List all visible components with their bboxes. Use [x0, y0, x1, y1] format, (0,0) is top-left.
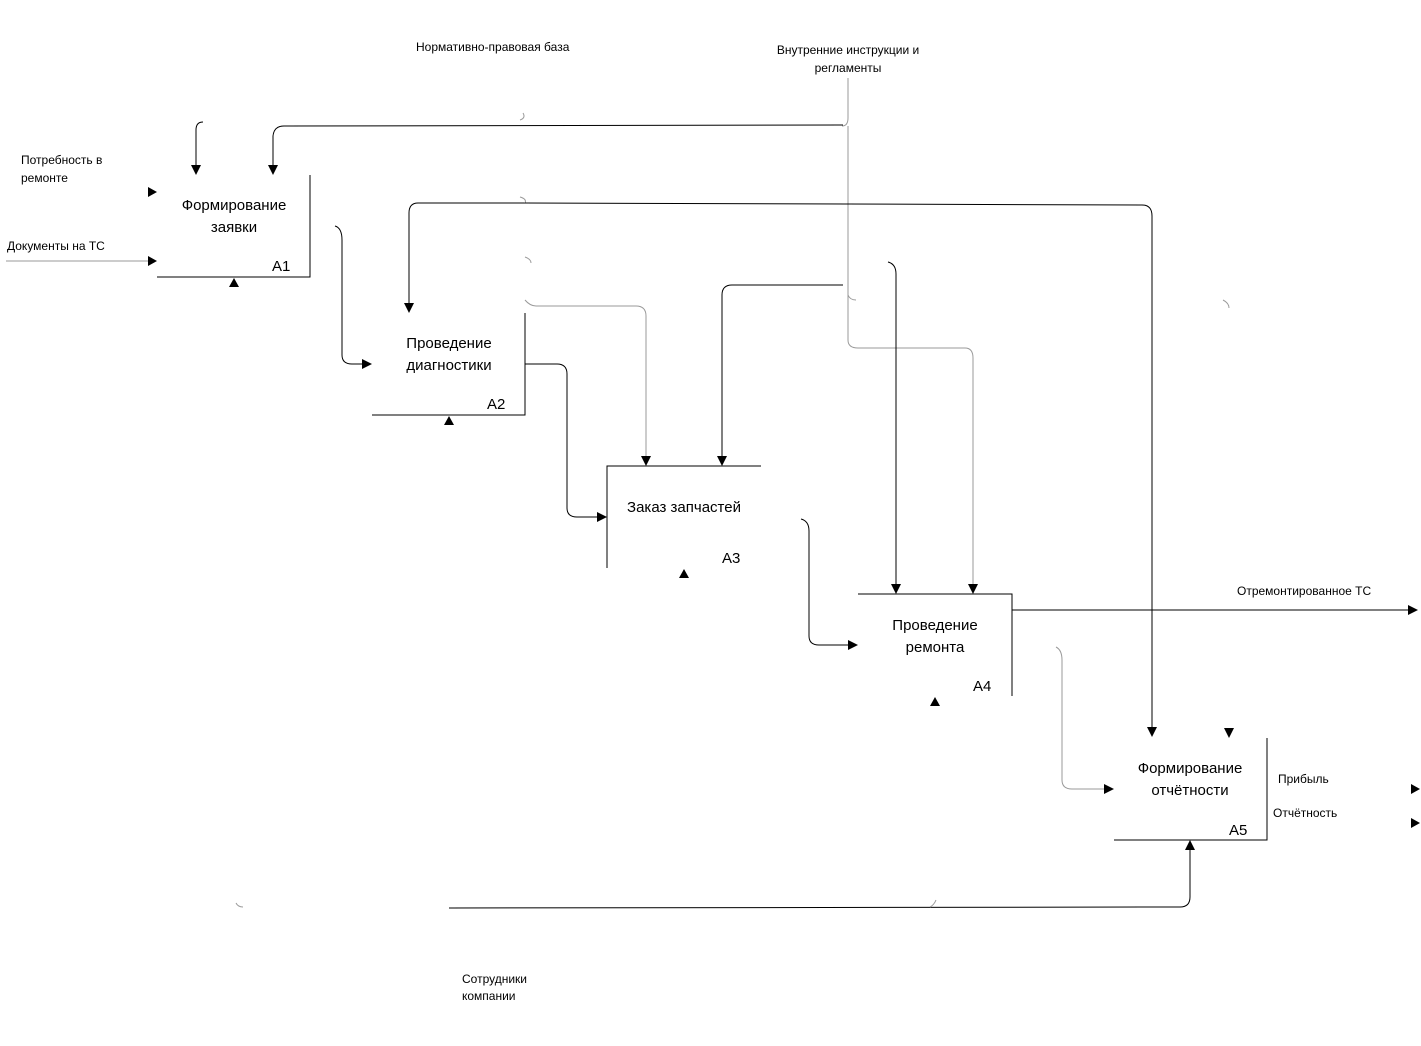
- box-a3[interactable]: Заказ запчастей A3: [606, 465, 761, 568]
- box-a2-title-line-1: Проведение: [406, 335, 491, 352]
- label-repaired-vehicle: Отремонтированное ТС: [1237, 584, 1371, 598]
- arrow-a1-to-a2[interactable]: [334, 225, 372, 369]
- arrow-instructions-to-a1[interactable]: [268, 124, 844, 175]
- box-a4-id: A4: [973, 678, 991, 695]
- arrow-a2-to-a3[interactable]: [525, 363, 607, 522]
- box-a4-title-line-2: ремонта: [906, 639, 965, 656]
- box-a1-id: A1: [272, 258, 290, 275]
- connector-regulatory-tick-2: [519, 196, 526, 204]
- box-a2-title-line-2: диагностики: [406, 357, 491, 374]
- box-a5[interactable]: Формирование отчётности A5: [1114, 738, 1268, 841]
- arrow-mechanism-to-a1[interactable]: [229, 278, 239, 287]
- arrow-vehicle-documents-to-a1[interactable]: [6, 256, 157, 266]
- arrow-repair-need-to-a1[interactable]: [148, 187, 157, 197]
- connector-instructions-trunk: [841, 78, 974, 359]
- label-repair-need-line-1: Потребность в: [21, 153, 102, 167]
- connector-staff-tick: [235, 899, 937, 908]
- label-profit: Прибыль: [1278, 772, 1329, 786]
- arrow-repaired-vehicle-output[interactable]: [1012, 605, 1418, 615]
- label-internal-instructions-line-1: Внутренние инструкции и: [777, 43, 919, 57]
- label-regulatory-base: Нормативно-правовая база: [416, 40, 570, 54]
- label-staff-line-2: компании: [462, 989, 516, 1003]
- arrow-mechanism-to-a4[interactable]: [930, 697, 940, 706]
- arrow-regulatory-to-a1[interactable]: [191, 121, 204, 175]
- box-a1[interactable]: Формирование заявки A1: [157, 175, 311, 278]
- label-repair-need-line-2: ремонте: [21, 171, 68, 185]
- box-a5-title-line-2: отчётности: [1151, 782, 1228, 799]
- arrow-regulatory-to-a2[interactable]: [404, 202, 525, 313]
- arrow-reporting-output[interactable]: [1411, 818, 1420, 828]
- box-a4-title-line-1: Проведение: [892, 617, 977, 634]
- arrow-control-to-a5-right[interactable]: [1224, 728, 1234, 738]
- box-a4[interactable]: Проведение ремонта A4: [858, 593, 1013, 696]
- arrow-instructions-to-a3[interactable]: [717, 284, 843, 466]
- box-a3-id: A3: [722, 550, 740, 567]
- arrow-instructions-to-a4[interactable]: [968, 358, 978, 594]
- connector-right-tick: [1222, 299, 1230, 309]
- box-a5-id: A5: [1229, 822, 1247, 839]
- arrow-mechanism-to-a2[interactable]: [444, 416, 454, 425]
- label-vehicle-documents: Документы на ТС: [7, 239, 105, 253]
- arrow-profit-output[interactable]: [1411, 784, 1420, 794]
- arrow-a4-to-a5[interactable]: [1055, 646, 1114, 794]
- box-a2-id: A2: [487, 396, 505, 413]
- connector-a2-tick: [524, 256, 532, 264]
- arrow-staff-to-a5[interactable]: [448, 840, 1195, 909]
- label-reporting: Отчётность: [1273, 806, 1337, 820]
- box-a1-title-line-2: заявки: [211, 219, 257, 236]
- connector-regulatory-tick: [519, 112, 525, 121]
- arrow-a2-to-a3-control[interactable]: [524, 299, 651, 466]
- box-a3-title-line-1: Заказ запчастей: [627, 499, 741, 516]
- box-a5-title-line-1: Формирование: [1138, 760, 1243, 777]
- arrow-a3-to-a4[interactable]: [800, 518, 858, 650]
- box-a1-title-line-1: Формирование: [182, 197, 287, 214]
- label-internal-instructions-line-2: регламенты: [815, 61, 882, 75]
- arrow-mechanism-to-a3[interactable]: [679, 569, 689, 578]
- arrow-control-to-a4-left[interactable]: [887, 261, 901, 594]
- label-staff-line-1: Сотрудники: [462, 972, 527, 986]
- arrow-regulatory-to-a5[interactable]: [524, 202, 1157, 737]
- box-a2[interactable]: Проведение диагностики A2: [372, 313, 526, 416]
